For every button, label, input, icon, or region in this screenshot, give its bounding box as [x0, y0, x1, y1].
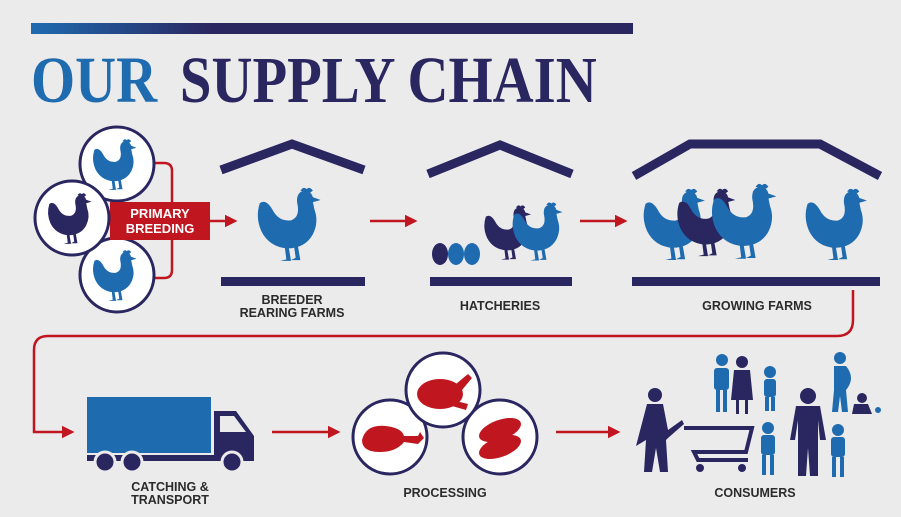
header-bar: [31, 23, 633, 34]
eggs-icon: [432, 243, 480, 265]
chicken-icon: [805, 188, 867, 260]
drumstick-icon: [362, 425, 424, 452]
primary-breeding-stage: PRIMARY BREEDING: [33, 125, 210, 314]
hatcheries-label: HATCHERIES: [460, 299, 540, 313]
breeder-rearing-label: BREEDER: [261, 293, 322, 307]
catching-transport-label-2: TRANSPORT: [131, 493, 209, 507]
people-icon: [636, 352, 881, 477]
chicken-icon: [257, 187, 321, 261]
breeder-rearing-stage: BREEDER REARING FARMS: [219, 139, 366, 320]
floor-bar: [632, 277, 880, 286]
drumstick-circle: [351, 398, 429, 476]
breeder-circle-left: [33, 179, 111, 257]
floor-bar: [221, 277, 365, 286]
roof-icon: [219, 139, 366, 175]
processing-label: PROCESSING: [403, 486, 486, 500]
catching-transport-stage: CATCHING & TRANSPORT: [87, 397, 254, 507]
truck-icon: [87, 397, 254, 474]
growing-farms-label: GROWING FARMS: [702, 299, 812, 313]
roast-chicken-icon: [417, 379, 463, 409]
floor-bar: [430, 277, 572, 286]
consumers-label: CONSUMERS: [714, 486, 795, 500]
title-our: OUR: [31, 44, 158, 117]
roast-chicken-circle: [404, 351, 482, 429]
primary-breeding-label-2: BREEDING: [126, 221, 195, 236]
catching-transport-label: CATCHING &: [131, 480, 209, 494]
title-supply-chain: SUPPLY CHAIN: [180, 44, 597, 117]
connector-arrow: [32, 290, 855, 439]
primary-breeding-box: [110, 202, 210, 240]
page-title: OUR SUPPLY CHAIN: [31, 44, 597, 117]
breeder-rearing-label-2: REARING FARMS: [240, 306, 345, 320]
roof-icon: [631, 139, 883, 180]
consumers-stage: CONSUMERS: [636, 352, 881, 500]
fillet-icon: [479, 434, 521, 460]
growing-farms-stage: GROWING FARMS: [631, 139, 883, 313]
hatcheries-stage: HATCHERIES: [426, 140, 574, 313]
breeder-circle-top: [78, 125, 156, 203]
roof-icon: [426, 140, 574, 179]
processing-stage: PROCESSING: [351, 351, 539, 500]
fillet-circle: [461, 398, 539, 476]
primary-breeding-label: PRIMARY: [130, 206, 190, 221]
